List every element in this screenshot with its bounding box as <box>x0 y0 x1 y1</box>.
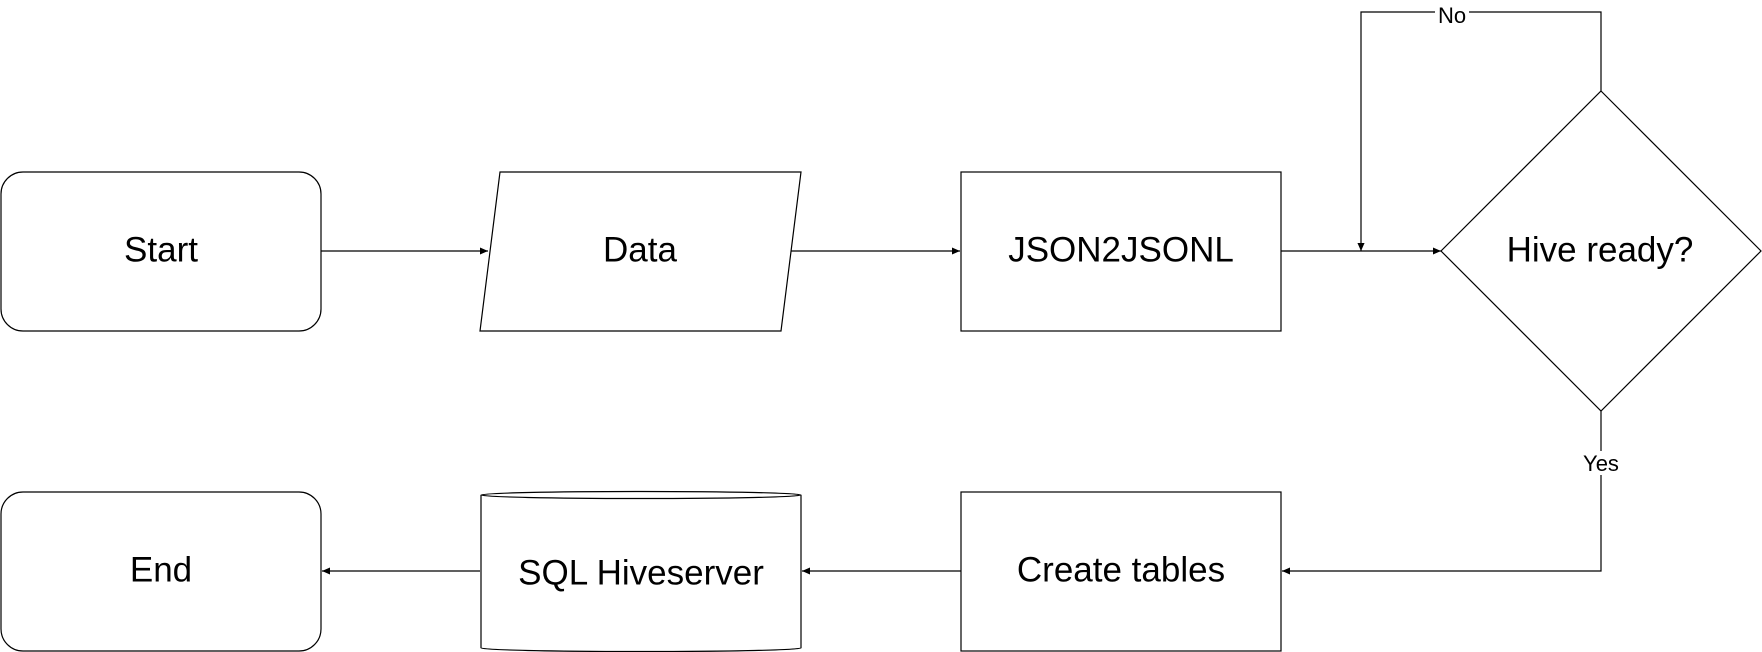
node-hiveserver-label: SQL Hiveserver <box>518 553 764 592</box>
database-rim <box>480 494 802 500</box>
node-decision[interactable]: Hive ready? <box>1440 90 1762 412</box>
edge-label-yes-text: Yes <box>1583 451 1619 476</box>
edge-label-yes: Yes <box>1580 451 1622 476</box>
node-start-label: Start <box>124 230 198 269</box>
edge-label-no: No <box>1435 2 1469 28</box>
terminator-shape <box>0 171 322 332</box>
process-shape <box>960 171 1282 332</box>
node-data-label: Data <box>603 230 677 269</box>
edge-decision-yes <box>1282 411 1602 575</box>
node-decision-label: Hive ready? <box>1507 230 1694 269</box>
database-shape <box>480 490 802 652</box>
node-end-label: End <box>130 550 192 589</box>
node-convert[interactable]: JSON2JSONL <box>960 171 1282 332</box>
node-convert-label: JSON2JSONL <box>1008 230 1234 269</box>
node-create-tables[interactable]: Create tables <box>960 491 1282 652</box>
diamond-shape <box>1440 90 1762 412</box>
edge-decision-no-loop <box>1357 11 1602 251</box>
process-shape <box>960 491 1282 652</box>
node-end[interactable]: End <box>0 491 322 652</box>
edge-label-no-text: No <box>1438 3 1466 28</box>
terminator-shape <box>0 491 322 652</box>
node-create-tables-label: Create tables <box>1017 550 1225 589</box>
node-data[interactable]: Data <box>479 171 802 332</box>
parallelogram-shape <box>479 171 802 332</box>
node-hiveserver[interactable]: SQL Hiveserver <box>480 490 802 652</box>
node-start[interactable]: Start <box>0 171 322 332</box>
